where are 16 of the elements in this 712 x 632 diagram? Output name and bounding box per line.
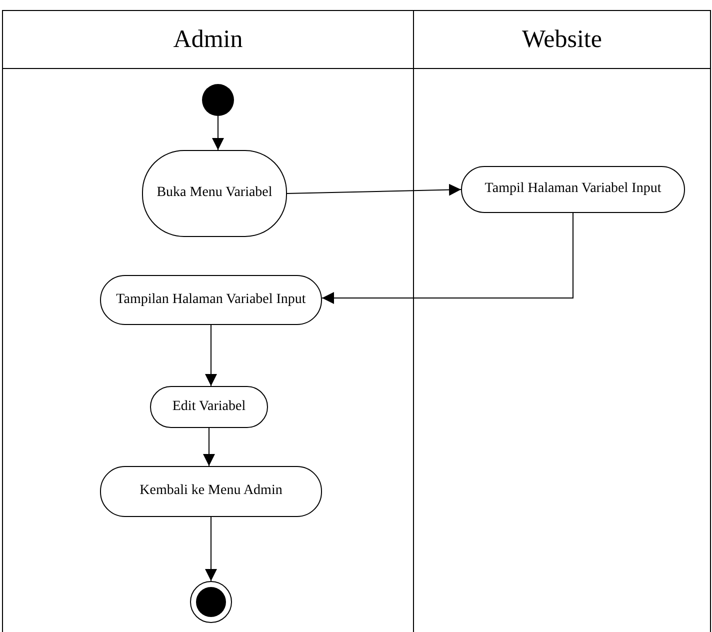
- lane-header: Website: [414, 11, 710, 69]
- activity-node: Kembali ke Menu Admin: [100, 466, 322, 517]
- activity-node: Buka Menu Variabel: [142, 150, 287, 237]
- arrow: [203, 428, 215, 466]
- arrow: [205, 324, 217, 386]
- arrow: [286, 184, 462, 196]
- swimlane: [2, 10, 414, 632]
- swimlane: [413, 10, 711, 632]
- arrow: [205, 516, 217, 582]
- arrow: [212, 116, 224, 150]
- activity-node: Edit Variabel: [150, 386, 268, 428]
- arrow: [322, 212, 574, 304]
- start-node: [202, 84, 234, 116]
- end-node: [190, 581, 232, 623]
- activity-node: Tampilan Halaman Variabel Input: [100, 275, 322, 325]
- activity-node: Tampil Halaman Variabel Input: [461, 166, 685, 213]
